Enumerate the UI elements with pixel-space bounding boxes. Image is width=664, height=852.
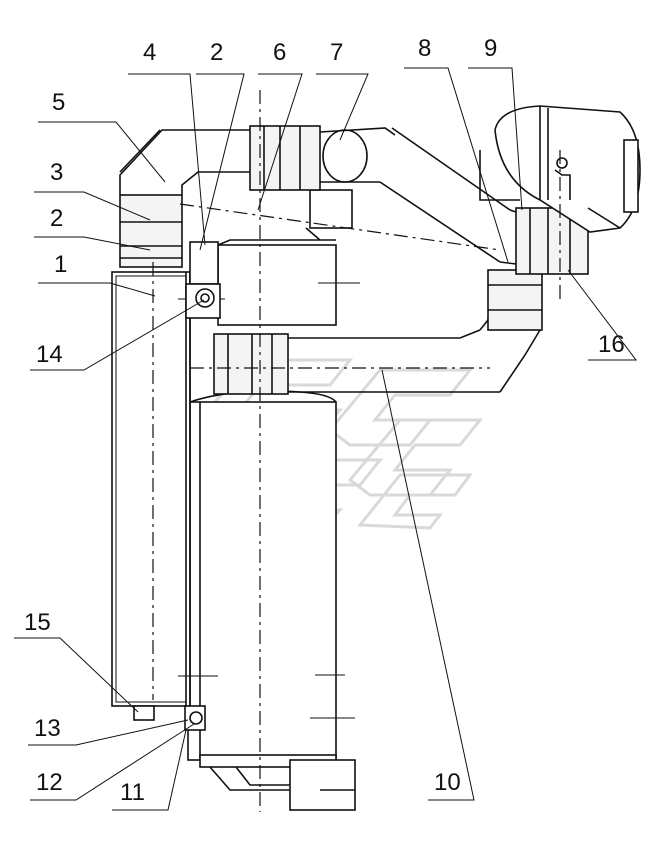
callout-labels: 4 2 6 7 8 9 5 3 2 1 14 16 15 13 10 12 11 xyxy=(24,35,625,806)
callout-7: 7 xyxy=(330,39,343,66)
callout-12: 12 xyxy=(36,769,63,796)
callout-16: 16 xyxy=(598,331,625,358)
leader-lines xyxy=(14,67,638,811)
right-elbow-clamps xyxy=(487,207,589,331)
intake-block xyxy=(217,189,360,326)
callout-10: 10 xyxy=(434,769,461,796)
callout-11: 11 xyxy=(120,779,145,806)
intercooler-core xyxy=(111,271,225,731)
left-elbow-pipe xyxy=(119,129,258,268)
callout-9: 9 xyxy=(484,35,497,62)
callout-1: 1 xyxy=(54,251,67,278)
callout-8: 8 xyxy=(418,35,431,62)
callout-15: 15 xyxy=(24,609,51,636)
callout-4: 5 xyxy=(52,89,65,116)
air-filter-housing xyxy=(187,390,356,811)
callout-5: 4 xyxy=(143,39,156,66)
valve-fitting xyxy=(185,241,221,319)
callout-2-top: 2 xyxy=(210,39,223,66)
top-pipe xyxy=(179,125,511,263)
middle-pipe xyxy=(190,299,541,395)
callout-14: 14 xyxy=(36,341,63,368)
callout-2-left: 2 xyxy=(50,205,63,232)
callout-3: 3 xyxy=(50,159,63,186)
callout-13: 13 xyxy=(34,715,61,742)
centerlines xyxy=(152,90,561,812)
turbocharger xyxy=(479,105,641,233)
callout-6: 6 xyxy=(273,39,286,66)
